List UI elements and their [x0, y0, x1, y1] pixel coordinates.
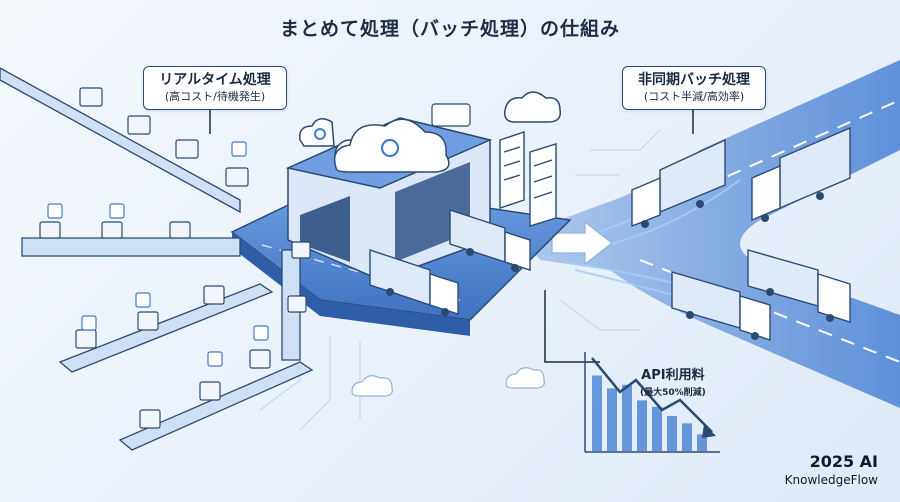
api-fee-bar: [592, 375, 602, 451]
server-rack-icon: [499, 131, 557, 227]
api-fee-bar: [697, 434, 707, 451]
api-fee-title: API利用料: [641, 368, 705, 383]
api-fee-bar: [682, 423, 692, 451]
circuit-lines: [259, 129, 661, 431]
truck-icon: [631, 126, 851, 341]
cloud-icon: [351, 367, 545, 397]
package-box-icon: [39, 87, 311, 429]
gear-icon: [380, 138, 400, 158]
cloud-icon: [299, 91, 561, 173]
api-fee-bar: [622, 384, 632, 451]
brand-year: 2025 AI: [809, 452, 878, 471]
brand-name: KnowledgeFlow: [784, 473, 878, 487]
flow-arrow-icon: [551, 220, 613, 266]
api-fee-bar: [607, 388, 617, 451]
gear-icon: [314, 128, 326, 140]
api-fee-chart: [584, 352, 720, 453]
truck-icon: [369, 209, 531, 315]
realtime-processing-callout: リアルタイム処理 (高コスト/待機発生): [143, 66, 287, 110]
api-fee-bar: [667, 416, 677, 451]
api-fee-bar: [637, 400, 647, 451]
api-fee-bar: [652, 406, 662, 451]
branding: 2025 AI KnowledgeFlow: [785, 452, 878, 488]
wheel-icon: [641, 192, 834, 340]
callout-title: リアルタイム処理: [159, 72, 271, 88]
callout-subtitle: (コスト半減/高効率): [643, 90, 745, 103]
conveyor-belt: [0, 67, 314, 451]
status-tag-icon: [47, 141, 269, 367]
wheel-icon: [386, 248, 519, 316]
callout-subtitle: (高コスト/待機発生): [164, 90, 266, 103]
api-fee-subtitle: (最大50%削減): [640, 388, 706, 398]
async-batch-callout: 非同期バッチ処理 (コスト半減/高効率): [622, 66, 766, 110]
callout-title: 非同期バッチ処理: [638, 72, 750, 88]
api-fee-label: API利用料 (最大50%削減): [640, 364, 706, 398]
page-title: まとめて処理（バッチ処理）の仕組み: [279, 18, 620, 40]
trend-arrow-icon: [591, 357, 713, 433]
